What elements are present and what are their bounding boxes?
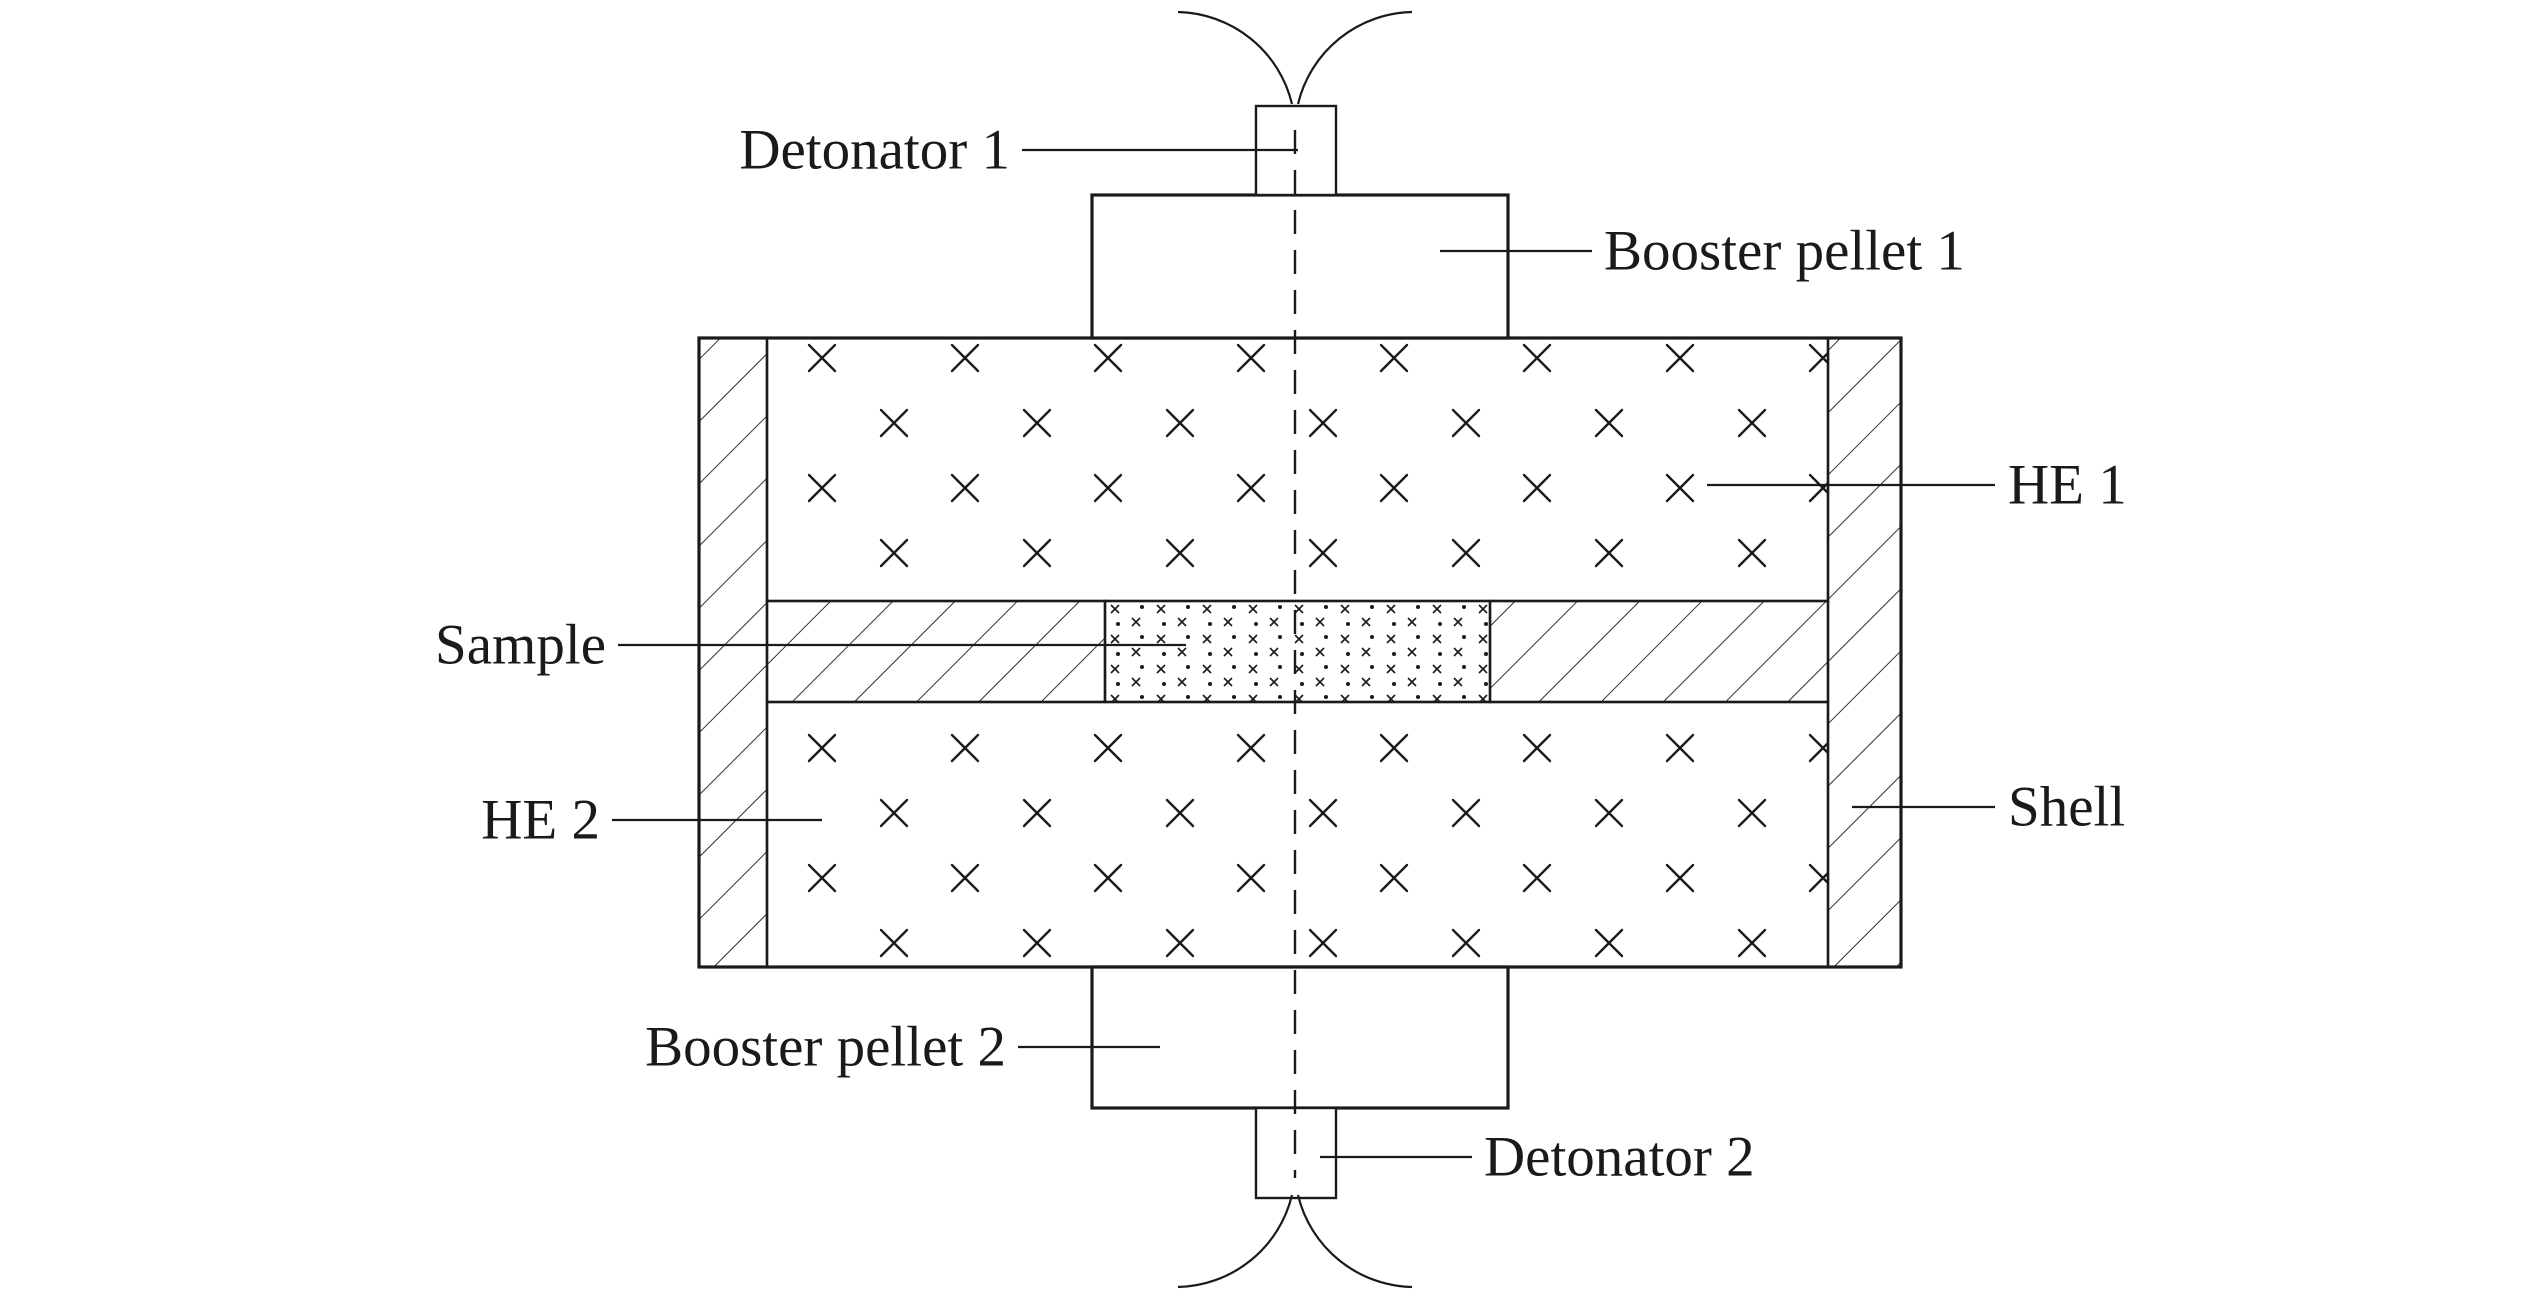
detonator-1-lead-arcs: [1177, 10, 1413, 105]
shell-left-wall: [697, 336, 769, 969]
he1-region: [765, 336, 1830, 603]
booster-pellet-1: [1090, 193, 1510, 340]
spacer-right: [1488, 599, 1830, 704]
label-he-1: HE 1: [2008, 454, 2127, 517]
label-shell: Shell: [2008, 776, 2125, 839]
booster-pellet-2: [1090, 965, 1510, 1110]
label-booster-1: Booster pellet 1: [1604, 220, 1965, 283]
he2-region: [765, 700, 1830, 969]
label-detonator-1: Detonator 1: [739, 119, 1010, 182]
label-he-2: HE 2: [481, 789, 600, 852]
label-booster-2: Booster pellet 2: [645, 1016, 1006, 1079]
shell-right-wall: [1826, 336, 1903, 969]
detonator-2-lead-arcs: [1177, 1194, 1413, 1289]
sample-region: [1103, 599, 1492, 704]
label-detonator-2: Detonator 2: [1484, 1126, 1755, 1189]
spacer-left: [765, 599, 1107, 704]
label-sample: Sample: [435, 614, 606, 677]
